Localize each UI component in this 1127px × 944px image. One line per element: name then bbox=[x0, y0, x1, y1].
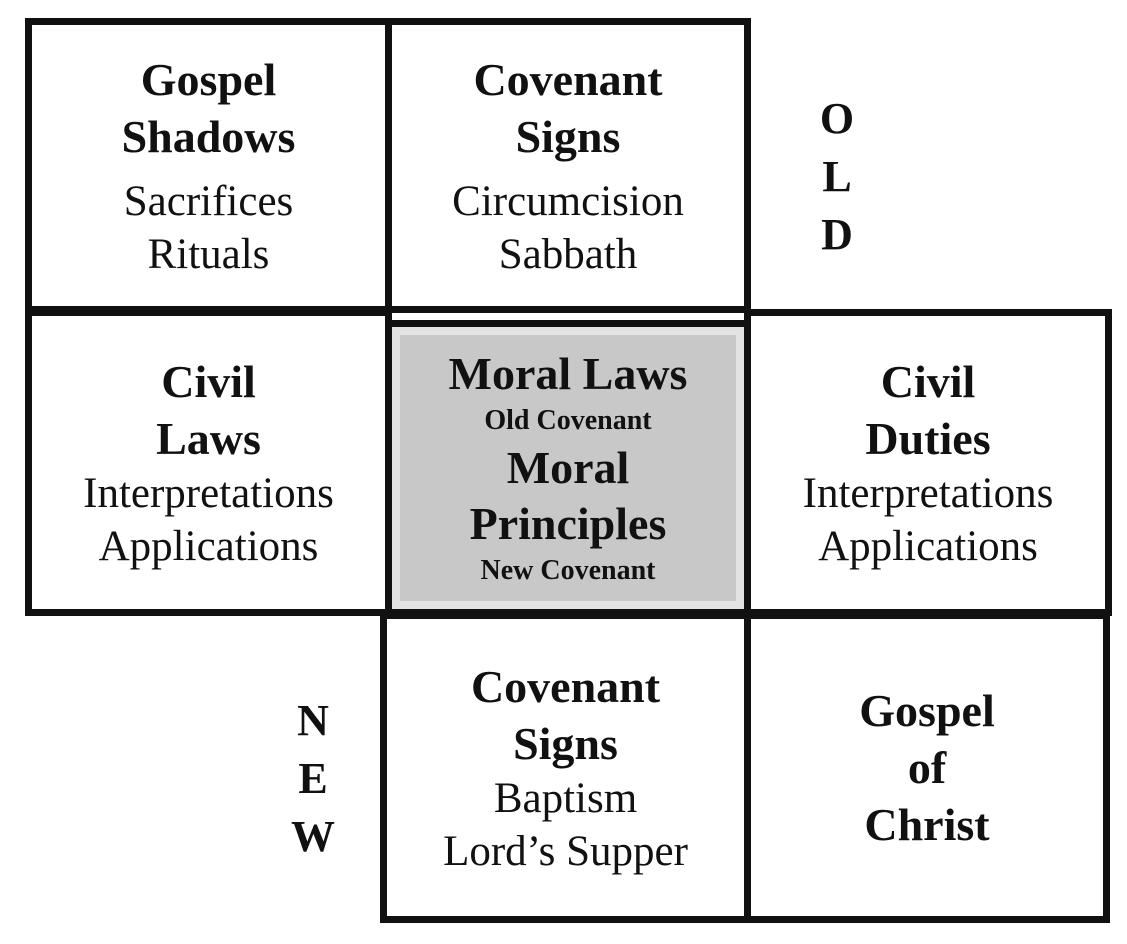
civil-duties-item-1: Interpretations bbox=[802, 469, 1054, 517]
civil-duties-item-2: Applications bbox=[818, 522, 1038, 570]
civil-laws-title-1: Civil bbox=[161, 355, 256, 407]
moral-principles-heading-2: Principles bbox=[469, 498, 667, 549]
new-label-letter-3: W bbox=[291, 812, 335, 861]
gospel-shadows-title-2: Shadows bbox=[121, 110, 296, 162]
civil-laws-item-1: Interpretations bbox=[83, 469, 334, 517]
gospel-shadows-item-2: Rituals bbox=[147, 230, 270, 278]
gospel-shadows-item-1: Sacrifices bbox=[123, 177, 294, 225]
covenant-signs-old-item-1: Circumcision bbox=[452, 177, 684, 225]
gospel-of-christ-box: Gospel of Christ bbox=[744, 612, 1110, 923]
moral-center-box: Moral Laws Old Covenant Moral Principles… bbox=[385, 320, 751, 616]
new-label: N E W bbox=[288, 692, 338, 866]
civil-duties-title-1: Civil bbox=[880, 355, 976, 407]
new-covenant-subheading: New Covenant bbox=[480, 555, 656, 586]
gospel-shadows-box: Gospel Shadows Sacrifices Rituals bbox=[25, 18, 392, 313]
old-label-letter-3: D bbox=[821, 210, 853, 259]
new-label-letter-2: E bbox=[298, 754, 328, 803]
civil-duties-title-2: Duties bbox=[865, 412, 991, 464]
moral-laws-heading: Moral Laws bbox=[448, 348, 688, 399]
civil-laws-box: Civil Laws Interpretations Applications bbox=[25, 309, 392, 616]
civil-laws-title-2: Laws bbox=[156, 412, 261, 464]
gospel-shadows-title-1: Gospel bbox=[140, 53, 277, 105]
covenant-signs-old-title-1: Covenant bbox=[473, 53, 663, 105]
old-covenant-subheading: Old Covenant bbox=[484, 405, 652, 436]
covenant-signs-old-box: Covenant Signs Circumcision Sabbath bbox=[385, 18, 751, 313]
gospel-of-christ-title-3: Christ bbox=[864, 799, 990, 850]
gospel-of-christ-title-2: of bbox=[907, 742, 947, 793]
gospel-of-christ-title-1: Gospel bbox=[859, 685, 995, 736]
civil-duties-box: Civil Duties Interpretations Application… bbox=[744, 309, 1112, 616]
moral-principles-heading-1: Moral bbox=[506, 442, 630, 493]
covenant-signs-new-item-2: Lord’s Supper bbox=[443, 827, 688, 875]
civil-laws-item-2: Applications bbox=[98, 522, 319, 570]
old-label: O L D bbox=[812, 90, 862, 264]
covenant-signs-old-item-2: Sabbath bbox=[498, 230, 638, 278]
old-label-letter-2: L bbox=[822, 152, 852, 201]
covenant-signs-new-item-1: Baptism bbox=[493, 774, 638, 822]
new-label-letter-1: N bbox=[297, 696, 329, 745]
covenant-signs-new-title-1: Covenant bbox=[470, 660, 661, 712]
covenant-signs-old-title-2: Signs bbox=[515, 110, 621, 162]
covenant-signs-new-box: Covenant Signs Baptism Lord’s Supper bbox=[380, 612, 751, 923]
covenant-signs-new-title-2: Signs bbox=[513, 717, 618, 769]
old-label-letter-1: O bbox=[819, 94, 855, 143]
